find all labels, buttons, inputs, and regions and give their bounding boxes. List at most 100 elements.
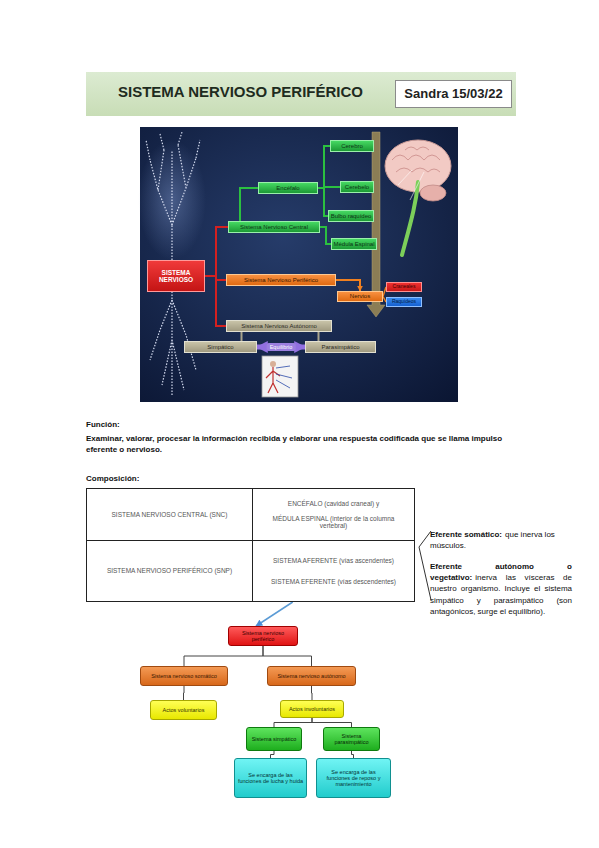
- down-arrow-bar: [367, 132, 385, 317]
- table-cell: ENCÉFALO (cavidad craneal) y MÉDULA ESPIN…: [252, 488, 415, 541]
- root-box: SISTEMA NERVIOSO: [147, 260, 205, 292]
- brain-drawing: [385, 140, 451, 255]
- section-heading: Composición:: [86, 474, 139, 483]
- concept-box: Cerebelo: [340, 181, 374, 193]
- tree-box: Sistema nervioso periférico: [228, 626, 298, 646]
- node-text: Sistema Nervioso Central: [240, 224, 308, 231]
- connector: [336, 280, 360, 291]
- node-text: Parasimpático: [321, 344, 359, 351]
- connector: [318, 332, 320, 341]
- page-title: SISTEMA NERVIOSO PERIFÉRICO: [118, 83, 363, 100]
- tree-box: Sistema parasimpático: [323, 727, 380, 751]
- connector: [318, 187, 340, 188]
- table-cell: SISTEMA NERVIOSO PERIFÉRICO (SNP): [86, 540, 253, 602]
- node-text: Bulbo raquídeo: [331, 213, 372, 220]
- node-text: Sistema parasimpático: [325, 733, 378, 745]
- spinal-cord: [402, 182, 418, 255]
- connector: [205, 276, 226, 280]
- picture-frame: [262, 356, 298, 397]
- concept-box: Nervios: [337, 291, 383, 302]
- node-text: Sandra 15/03/22: [404, 87, 502, 101]
- tree-box: Se encarga de las funciones de lucha y h…: [234, 758, 307, 798]
- concept-box: Bulbo raquídeo: [328, 210, 374, 222]
- node-text: Sistema simpático: [252, 736, 297, 742]
- node-text: Se encarga de las funciones de reposo y …: [319, 769, 388, 787]
- concept-box: Parasimpático: [305, 341, 376, 353]
- connector: [205, 227, 228, 276]
- tree-box: Sistema simpático: [246, 727, 302, 751]
- connector: [312, 718, 352, 727]
- text-block: Eferente autónomo o vegetativo:inerva la…: [430, 561, 572, 617]
- concept-box: Craneales: [386, 282, 422, 292]
- node-text: SISTEMA AFERENTE (vías ascendentes): [273, 557, 394, 564]
- text-block: Examinar, valorar, procesar la informaci…: [86, 433, 526, 455]
- node-text: Nervios: [350, 293, 370, 300]
- brace: [419, 531, 431, 600]
- figure-head: [270, 361, 276, 367]
- cerebellum-shape: [420, 185, 446, 201]
- node-text: Raquídeos: [392, 299, 416, 305]
- node-text: Sistema nervioso periférico: [230, 630, 296, 642]
- connector: [183, 686, 185, 700]
- node-text: Actos voluntarios: [163, 707, 205, 713]
- connector: [318, 188, 328, 216]
- figure-body: [266, 367, 280, 393]
- tree-box: Actos voluntarios: [150, 700, 217, 720]
- connector: [274, 718, 312, 727]
- node-text: Se encarga de las funciones de lucha y h…: [237, 772, 304, 784]
- node-text: Simpático: [207, 344, 233, 351]
- node-text: Sistema Nervioso Periférico: [244, 277, 318, 284]
- node-text: Encéfalo: [276, 185, 299, 192]
- connector: [271, 751, 275, 758]
- connector: [205, 276, 226, 326]
- concept-box: Cerebro: [330, 140, 374, 152]
- node-text: Médula Espinal: [333, 241, 374, 248]
- table-cell: SISTEMA NERVIOSO CENTRAL (SNC): [86, 488, 253, 541]
- connector: [352, 751, 354, 758]
- paragraph: Examinar, valorar, procesar la informaci…: [86, 434, 502, 454]
- node-text: Cerebro: [341, 143, 363, 150]
- connector: [318, 146, 330, 188]
- connector: [240, 188, 258, 221]
- node-text: SISTEMA NERVIOSO CENTRAL (SNC): [112, 511, 228, 518]
- node-text: SISTEMA NERVIOSO: [149, 269, 203, 283]
- concept-box: Raquídeos: [386, 297, 422, 307]
- figure-nerves: [276, 366, 292, 388]
- node-text: Craneales: [393, 284, 416, 290]
- connector: [256, 602, 293, 626]
- connector: [263, 646, 312, 666]
- concept-box: Sistema Nervioso Autónomo: [226, 320, 332, 332]
- tree-box: Sistema nervioso autónomo: [267, 666, 356, 686]
- header-band: [86, 72, 516, 116]
- text-block: Función:: [86, 419, 526, 430]
- connector: [184, 646, 263, 666]
- node-text: Sistema nervioso autónomo: [277, 673, 345, 679]
- connector: [311, 686, 313, 700]
- body-picture: [262, 356, 298, 397]
- node-text: MÉDULA ESPINAL (interior de la columna v…: [259, 515, 408, 529]
- node-text: SISTEMA NERVIOSO PERIFÉRICO (SNP): [107, 567, 232, 574]
- name-date-box: Sandra 15/03/22: [395, 80, 512, 108]
- text-block: Eferente somático:que inerva los músculo…: [430, 529, 572, 551]
- tree-box: Sistema nervioso somático: [140, 666, 228, 686]
- node-text: SISTEMA EFERENTE (vías descendentes): [271, 578, 396, 585]
- concept-box: Simpático: [184, 341, 257, 353]
- concept-box: Sistema Nervioso Central: [228, 221, 320, 233]
- concept-box: Encéfalo: [258, 182, 318, 194]
- brain-lines: [398, 170, 424, 200]
- node-text: Sistema nervioso somático: [151, 673, 217, 679]
- node-text: Sistema Nervioso Autónomo: [241, 323, 317, 330]
- node-text: ENCÉFALO (cavidad craneal) y: [288, 500, 379, 507]
- tree-box: Se encarga de las funciones de reposo y …: [316, 758, 391, 798]
- edge-label: Equilibrio: [267, 343, 296, 351]
- node-text: Cerebelo: [345, 184, 369, 191]
- node-text: Actos involuntarios: [289, 706, 335, 712]
- section-heading: Función:: [86, 420, 120, 429]
- text-block: Composición:: [86, 473, 386, 484]
- brain-folds: [392, 147, 440, 172]
- tree-box: Actos involuntarios: [280, 700, 344, 718]
- concept-box: Médula Espinal: [331, 238, 377, 250]
- connector: [241, 332, 243, 341]
